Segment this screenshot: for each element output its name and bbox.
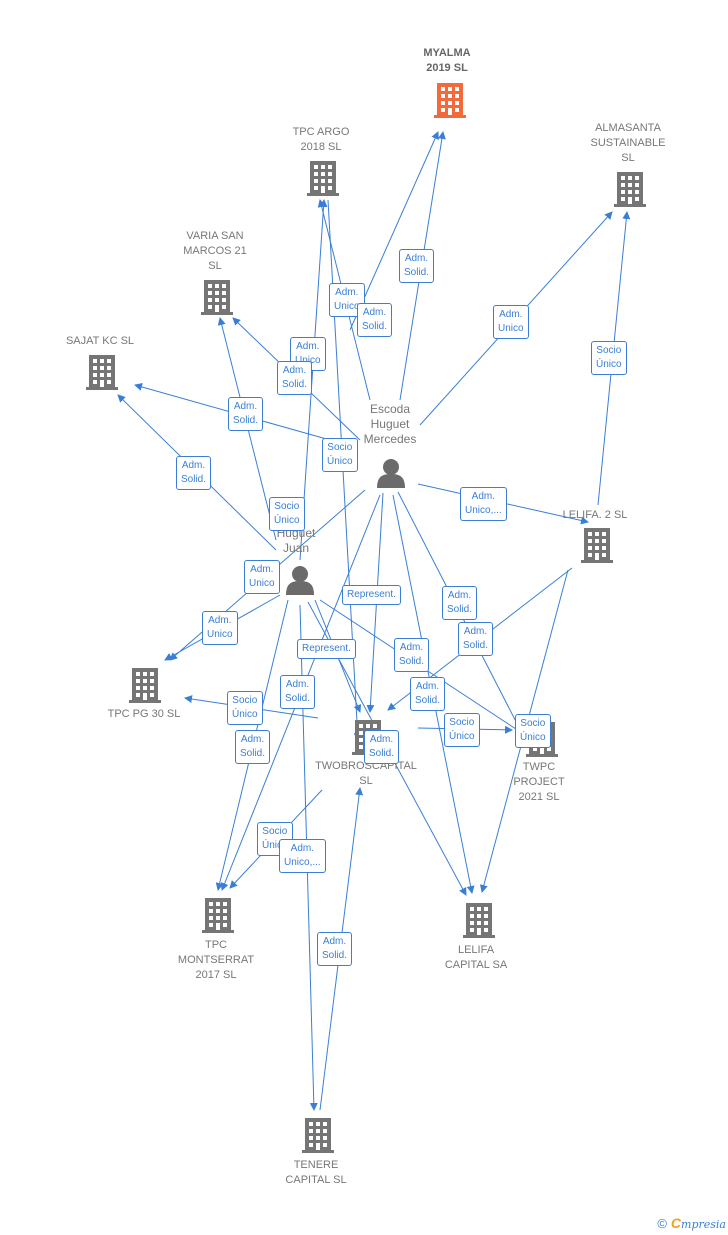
copyright-symbol: © xyxy=(657,1216,667,1231)
edge-label: Socio Único xyxy=(322,438,358,472)
tpc-argo-building-icon xyxy=(307,161,339,196)
footer-brand: ©Cmpresia xyxy=(657,1215,726,1231)
edge-label: Socio Único xyxy=(591,341,627,375)
lelifa-capital-building-icon xyxy=(463,903,495,938)
edge-label: Socio Único xyxy=(227,691,263,725)
edge-label: Adm. Solid. xyxy=(228,397,264,431)
tpc-pg30-building-icon xyxy=(129,668,161,703)
edge-label: Socio Único xyxy=(515,714,551,748)
almasanta-building-icon xyxy=(614,172,646,207)
node-label-tpc-pg30[interactable]: TPC PG 30 SL xyxy=(107,708,181,720)
node-label-myalma[interactable]: MYALMA 2019 SL xyxy=(423,47,471,74)
edge-label: Adm. Unico,... xyxy=(460,487,507,521)
edge-label: Adm. Solid. xyxy=(235,730,271,764)
edge-juan-myalma xyxy=(349,131,439,331)
node-label-almasanta[interactable]: ALMASANTA SUSTAINABLE SL xyxy=(590,122,666,164)
edge-label: Socio Único xyxy=(269,497,305,531)
edge-label: Adm. Unico xyxy=(244,560,280,594)
edge-label: Adm. Unico xyxy=(493,305,529,339)
node-label-tenere[interactable]: TENERE CAPITAL SL xyxy=(285,1159,347,1186)
brand-logo-initial: C xyxy=(670,1215,682,1231)
edge-label: Adm. Solid. xyxy=(357,303,393,337)
edge-label: Adm. Solid. xyxy=(364,730,400,764)
edge-label: Adm. Solid. xyxy=(280,675,316,709)
sajat-building-icon xyxy=(86,355,118,390)
node-label-tpc-argo[interactable]: TPC ARGO 2018 SL xyxy=(292,126,350,153)
edge-label: Adm. Unico,... xyxy=(279,839,326,873)
edge-label: Adm. Solid. xyxy=(442,586,478,620)
edge-label: Adm. Solid. xyxy=(277,361,313,395)
lelifa2-building-icon xyxy=(581,528,613,563)
myalma-building-icon xyxy=(434,83,466,118)
escoda-person-icon xyxy=(377,459,405,488)
juan-person-icon xyxy=(286,566,314,595)
edge-label: Adm. Solid. xyxy=(176,456,212,490)
montserrat-building-icon xyxy=(202,898,234,933)
tenere-building-icon xyxy=(302,1118,334,1153)
edge-label: Adm. Solid. xyxy=(399,249,435,283)
edge-label: Socio Único xyxy=(444,713,480,747)
edge-label: Represent. xyxy=(297,639,356,659)
edge-label: Adm. Solid. xyxy=(317,932,353,966)
node-label-montserrat[interactable]: TPC MONTSERRAT 2017 SL xyxy=(177,939,255,981)
edge-label: Adm. Solid. xyxy=(458,622,494,656)
node-label-escoda[interactable]: Escoda Huguet Mercedes xyxy=(363,402,417,446)
edge-label: Adm. Unico xyxy=(202,611,238,645)
node-label-sajat[interactable]: SAJAT KC SL xyxy=(65,335,135,347)
edge-label: Adm. Solid. xyxy=(394,638,430,672)
varia-building-icon xyxy=(201,280,233,315)
node-label-lelifa2[interactable]: LELIFA. 2 SL xyxy=(562,509,628,521)
edge-label: Adm. Solid. xyxy=(410,677,446,711)
edge-label: Represent. xyxy=(342,585,401,605)
brand-name: mpresia xyxy=(681,1218,726,1231)
node-label-varia[interactable]: VARIA SAN MARCOS 21 SL xyxy=(183,230,247,272)
node-label-twpc[interactable]: TWPC PROJECT 2021 SL xyxy=(513,761,565,803)
node-label-lelifa-capital[interactable]: LELIFA CAPITAL SA xyxy=(444,944,508,971)
